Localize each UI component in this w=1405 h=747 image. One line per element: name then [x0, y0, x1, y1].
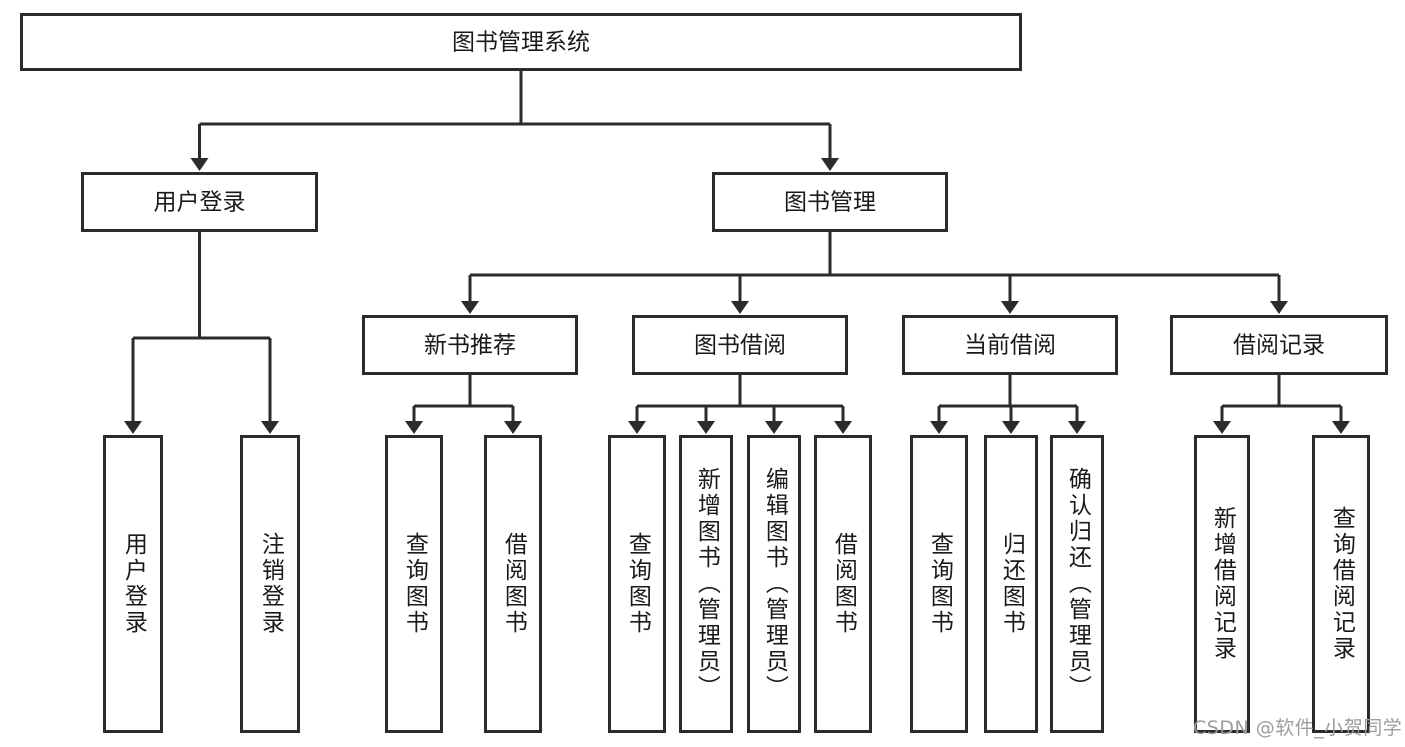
node-box-root[interactable]: [20, 13, 1022, 71]
node-box-leaf-borrow-book-borrow[interactable]: [814, 435, 872, 733]
arrow-head-icon: [504, 421, 522, 434]
node-new-book-recommend[interactable]: 新书推荐: [362, 315, 578, 375]
arrow-head-icon: [124, 421, 142, 434]
node-leaf-confirm-return-admin[interactable]: [1050, 435, 1104, 733]
node-label-book-borrow: 图书借阅: [694, 333, 786, 359]
node-box-new-book-recommend[interactable]: [362, 315, 578, 375]
node-box-leaf-return-book[interactable]: [984, 435, 1038, 733]
edge-group-root: [190, 71, 839, 171]
node-box-borrow-record[interactable]: [1170, 315, 1388, 375]
edge-group-borrow-record: [1213, 375, 1350, 434]
arrow-head-icon: [697, 421, 715, 434]
edge-group-new-book-recommend: [405, 375, 522, 434]
node-box-current-borrow[interactable]: [902, 315, 1118, 375]
arrow-head-icon: [1332, 421, 1350, 434]
node-leaf-add-book-admin[interactable]: [679, 435, 733, 733]
node-box-leaf-add-book-admin[interactable]: [679, 435, 733, 733]
arrow-head-icon: [731, 301, 749, 314]
node-label-current-borrow: 当前借阅: [964, 333, 1056, 359]
edges-layer: [124, 71, 1350, 434]
arrow-head-icon: [1001, 301, 1019, 314]
node-box-leaf-logout-login[interactable]: [240, 435, 300, 733]
node-box-leaf-query-book-recommend[interactable]: [385, 435, 443, 733]
arrow-head-icon: [261, 421, 279, 434]
arrow-head-icon: [930, 421, 948, 434]
arrow-head-icon: [821, 158, 839, 171]
arrow-head-icon: [405, 421, 423, 434]
node-leaf-edit-book-admin[interactable]: [747, 435, 801, 733]
edge-group-current-borrow: [930, 375, 1086, 434]
node-label-new-book-recommend: 新书推荐: [424, 333, 516, 359]
node-box-leaf-query-borrow-record[interactable]: [1312, 435, 1370, 733]
node-leaf-borrow-book-borrow[interactable]: [814, 435, 872, 733]
node-box-leaf-add-borrow-record[interactable]: [1194, 435, 1250, 733]
node-leaf-query-book-current[interactable]: [910, 435, 968, 733]
node-box-leaf-edit-book-admin[interactable]: [747, 435, 801, 733]
node-label-borrow-record: 借阅记录: [1233, 333, 1325, 359]
node-book-manage[interactable]: 图书管理: [712, 172, 948, 232]
arrow-head-icon: [765, 421, 783, 434]
node-label-user-login: 用户登录: [154, 190, 246, 216]
node-box-leaf-query-book-current[interactable]: [910, 435, 968, 733]
arrow-head-icon: [1213, 421, 1231, 434]
node-box-book-borrow[interactable]: [632, 315, 848, 375]
node-leaf-query-book-borrow[interactable]: [608, 435, 666, 733]
node-box-leaf-query-book-borrow[interactable]: [608, 435, 666, 733]
node-current-borrow[interactable]: 当前借阅: [902, 315, 1118, 375]
node-root[interactable]: 图书管理系统: [20, 13, 1022, 71]
node-leaf-logout-login[interactable]: [240, 435, 300, 733]
arrow-head-icon: [1068, 421, 1086, 434]
node-leaf-borrow-book-recommend[interactable]: [484, 435, 542, 733]
arrow-head-icon: [1270, 301, 1288, 314]
arrow-head-icon: [834, 421, 852, 434]
edge-group-user-login: [124, 232, 279, 434]
edge-group-book-manage: [461, 232, 1288, 314]
csdn-watermark: CSDN @软件_小贺同学: [1193, 717, 1403, 739]
arrow-head-icon: [461, 301, 479, 314]
node-leaf-add-borrow-record[interactable]: [1194, 435, 1250, 733]
node-label-book-manage: 图书管理: [784, 190, 876, 216]
node-book-borrow[interactable]: 图书借阅: [632, 315, 848, 375]
node-box-leaf-user-login[interactable]: [103, 435, 163, 733]
arrow-head-icon: [1002, 421, 1020, 434]
arrow-head-icon: [190, 158, 209, 171]
node-label-root: 图书管理系统: [452, 30, 590, 56]
node-box-book-manage[interactable]: [712, 172, 948, 232]
node-box-leaf-borrow-book-recommend[interactable]: [484, 435, 542, 733]
node-leaf-user-login[interactable]: [103, 435, 163, 733]
arrow-head-icon: [628, 421, 646, 434]
node-leaf-query-borrow-record[interactable]: [1312, 435, 1370, 733]
node-leaf-query-book-recommend[interactable]: [385, 435, 443, 733]
edge-group-book-borrow: [628, 375, 852, 434]
node-box-leaf-confirm-return-admin[interactable]: [1050, 435, 1104, 733]
node-borrow-record[interactable]: 借阅记录: [1170, 315, 1388, 375]
node-user-login[interactable]: 用户登录: [81, 172, 318, 232]
node-box-user-login[interactable]: [81, 172, 318, 232]
node-leaf-return-book[interactable]: [984, 435, 1038, 733]
